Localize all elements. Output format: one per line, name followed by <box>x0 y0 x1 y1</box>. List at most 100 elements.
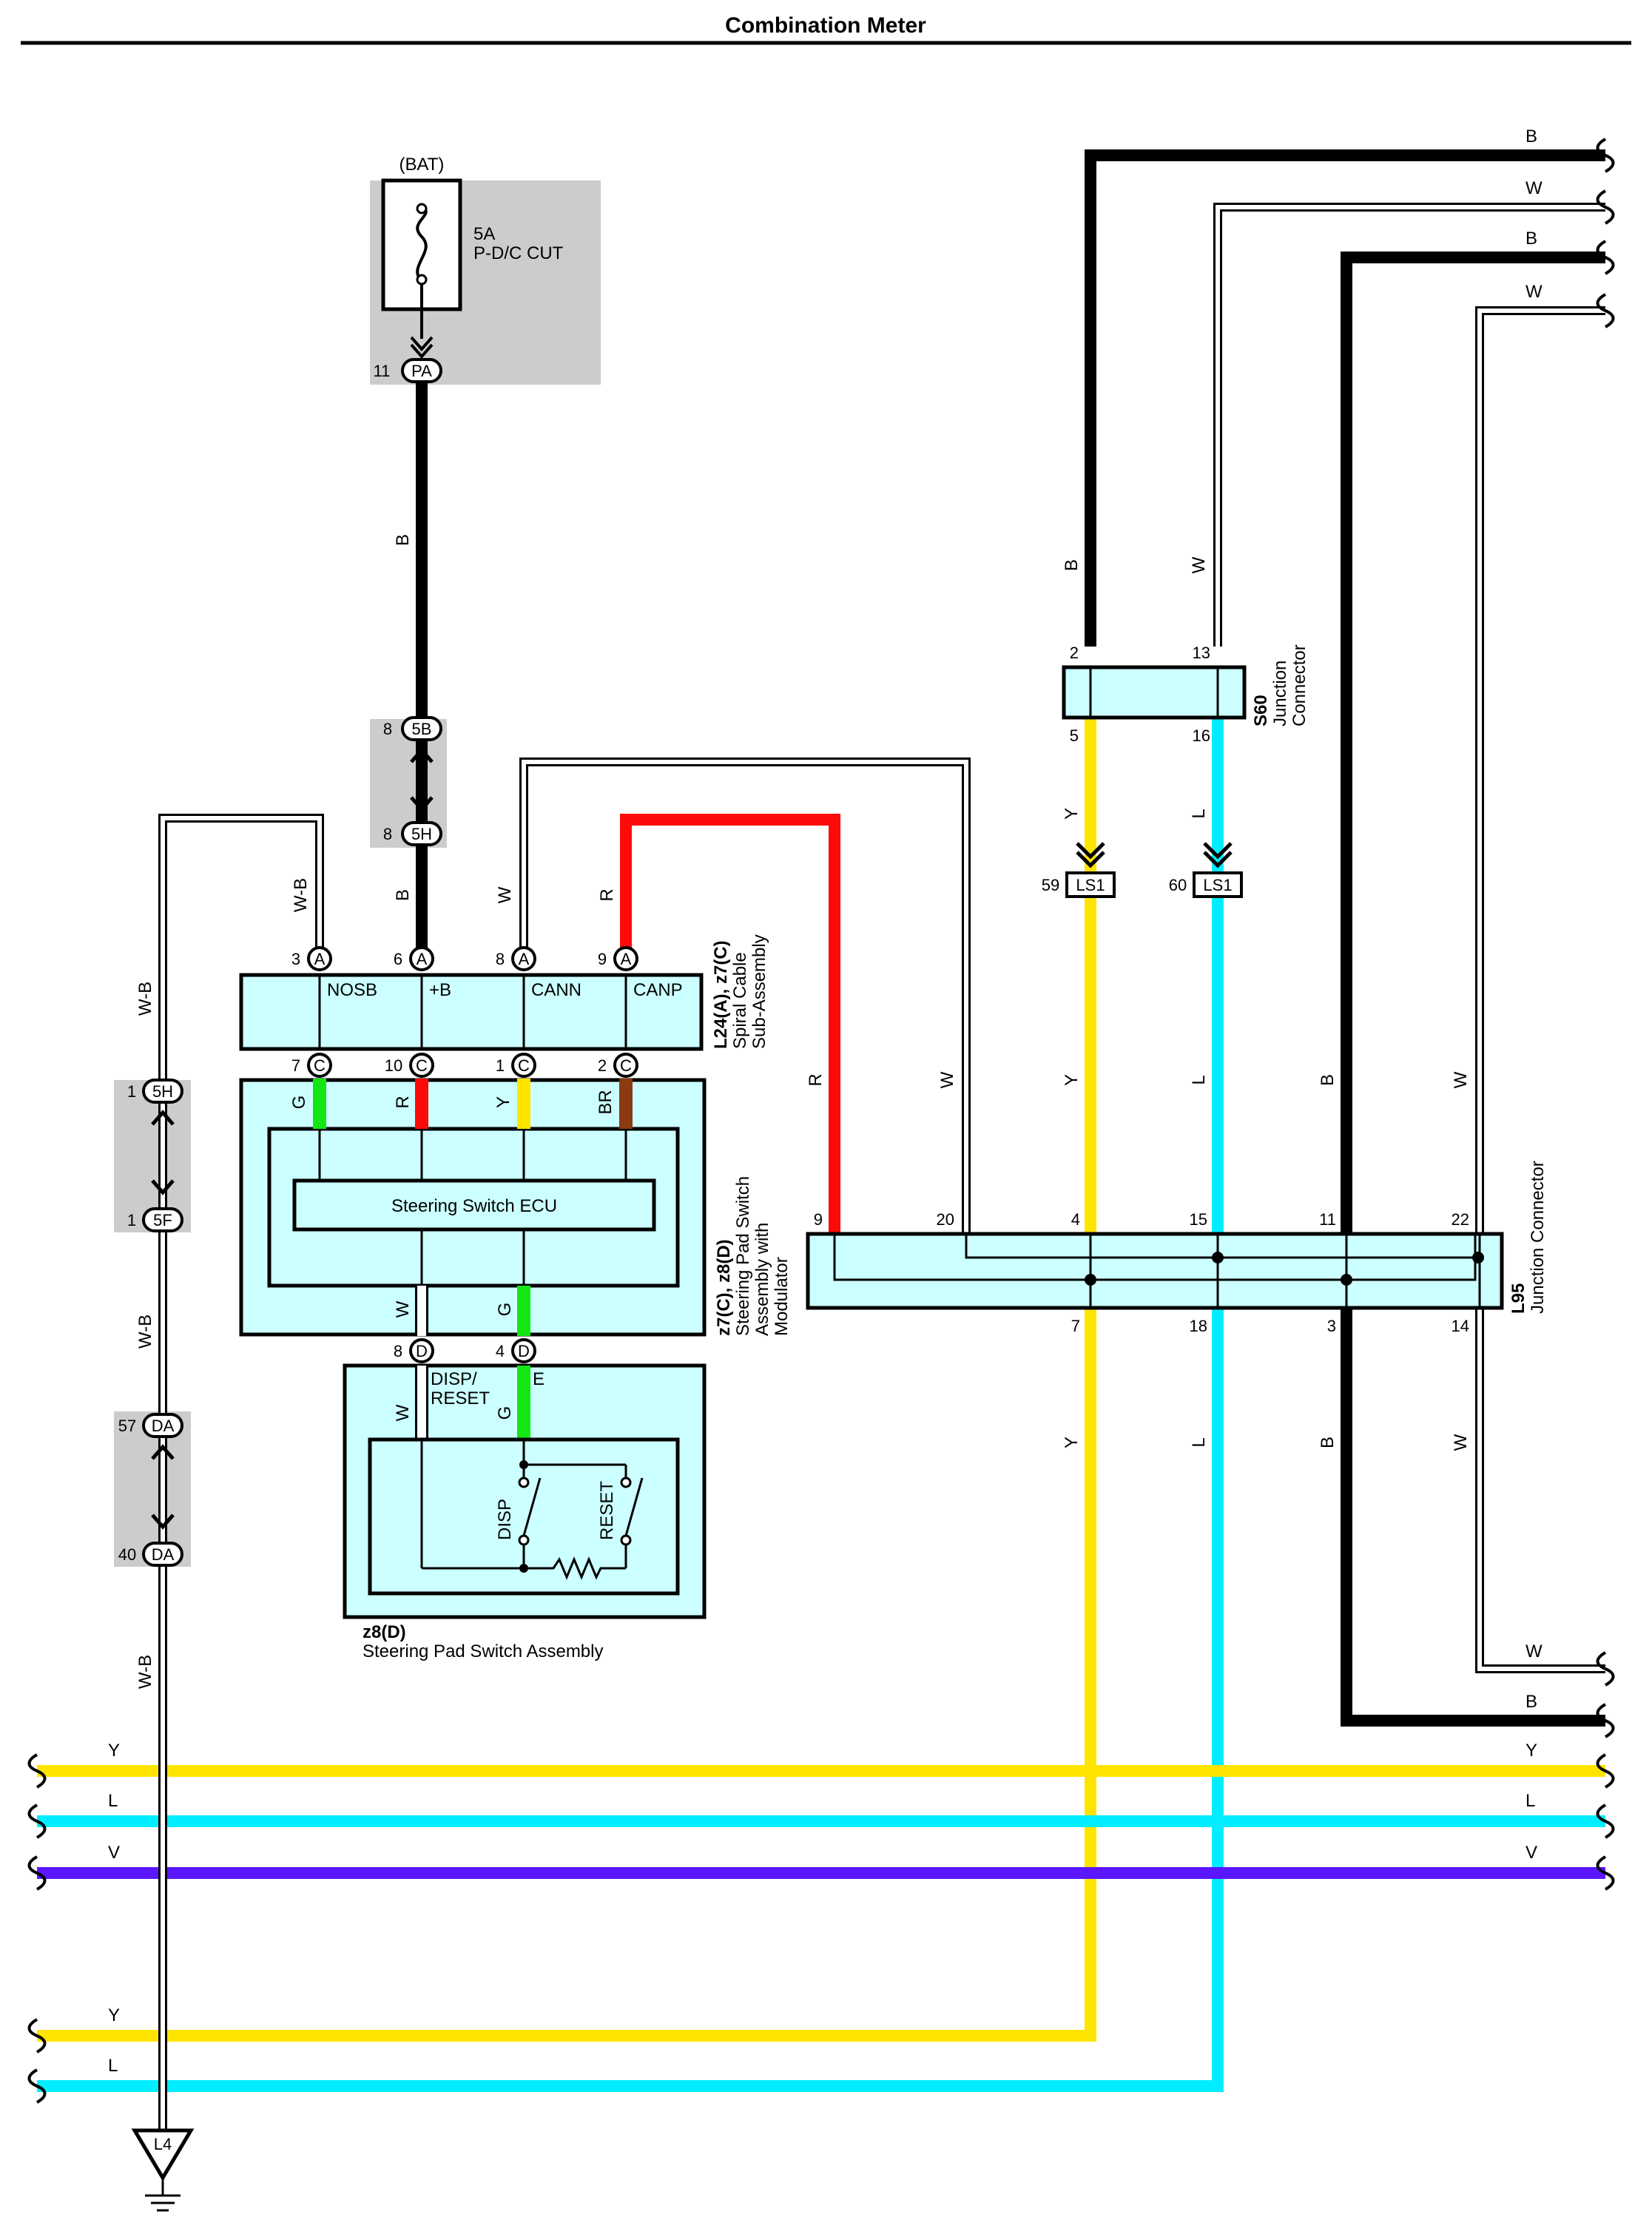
wire-w-top-1 <box>1213 203 1605 647</box>
connector-da-40 <box>142 1542 183 1567</box>
svg-text:B: B <box>1318 1074 1338 1086</box>
svg-text:W-B: W-B <box>135 1315 155 1349</box>
wire-b-top-1 <box>1085 149 1605 647</box>
svg-text:A: A <box>519 950 530 968</box>
svg-text:1: 1 <box>127 1082 136 1101</box>
svg-text:Y: Y <box>1525 1741 1537 1761</box>
svg-text:11: 11 <box>374 362 391 380</box>
svg-text:G: G <box>495 1303 515 1317</box>
connector-arrow-icon <box>410 747 434 812</box>
svg-text:A: A <box>314 950 326 968</box>
svg-text:L: L <box>1189 809 1209 818</box>
spiral-cable-box <box>239 973 704 1051</box>
svg-text:1: 1 <box>127 1211 136 1229</box>
svg-text:C: C <box>314 1056 326 1075</box>
svg-text:5F: 5F <box>153 1211 172 1229</box>
terminal-nosb: NOSB <box>327 980 377 1000</box>
svg-text:3: 3 <box>1327 1317 1336 1335</box>
svg-text:DA: DA <box>152 1417 175 1435</box>
svg-text:20: 20 <box>937 1210 954 1229</box>
svg-text:9: 9 <box>598 950 607 968</box>
svg-text:Y: Y <box>108 1741 120 1761</box>
svg-text:5: 5 <box>1070 726 1079 745</box>
svg-text:2: 2 <box>1070 644 1079 662</box>
svg-text:Spiral Cable: Spiral Cable <box>730 952 750 1049</box>
svg-text:G: G <box>495 1406 515 1420</box>
svg-text:Junction Connector: Junction Connector <box>1528 1161 1548 1314</box>
svg-text:V: V <box>1525 1843 1537 1863</box>
svg-text:V: V <box>108 1843 120 1863</box>
svg-text:5H: 5H <box>411 825 432 843</box>
steering-switch-ecu-box <box>292 1178 656 1232</box>
svg-text:G: G <box>289 1096 309 1110</box>
svg-text:1: 1 <box>496 1056 505 1075</box>
svg-text:60: 60 <box>1169 876 1187 894</box>
svg-text:W: W <box>393 1404 413 1421</box>
svg-text:8: 8 <box>496 950 505 968</box>
svg-text:B: B <box>1525 126 1537 146</box>
pad-switch-code: z8(D) <box>363 1622 406 1642</box>
svg-text:9: 9 <box>814 1210 823 1229</box>
switch-reset-label: RESET <box>597 1481 617 1540</box>
svg-text:W: W <box>393 1300 413 1317</box>
connector-arrow-icon <box>151 1110 175 1195</box>
connector-arrow-icon <box>410 336 434 360</box>
svg-text:W: W <box>1189 556 1209 573</box>
svg-text:C: C <box>518 1056 530 1075</box>
svg-text:14: 14 <box>1452 1317 1469 1335</box>
connector-5b <box>401 716 442 741</box>
svg-text:W-B: W-B <box>135 1655 155 1689</box>
svg-text:15: 15 <box>1190 1210 1207 1229</box>
svg-text:A: A <box>417 950 428 968</box>
svg-text:W: W <box>495 886 515 903</box>
svg-text:D: D <box>518 1342 530 1360</box>
svg-text:Y: Y <box>1062 1437 1082 1448</box>
svg-text:W-B: W-B <box>135 982 155 1016</box>
connector-c-pins <box>307 1053 638 1078</box>
svg-text:C: C <box>620 1056 632 1075</box>
svg-text:Y: Y <box>108 2005 120 2025</box>
svg-text:D: D <box>416 1342 428 1360</box>
switch-disp-label: DISP <box>495 1499 515 1540</box>
pad-switch-modulator-code: z7(C), z8(D) <box>714 1239 734 1336</box>
svg-text:A: A <box>621 950 632 968</box>
svg-text:DA: DA <box>152 1545 175 1564</box>
wire-w-junction <box>1475 306 1605 1673</box>
connector-5h-left <box>142 1079 183 1104</box>
svg-text:Steering Pad Switch: Steering Pad Switch <box>733 1176 753 1336</box>
pad-switch-name: Steering Pad Switch Assembly <box>363 1641 604 1661</box>
ground-icon <box>131 2128 195 2181</box>
svg-text:13: 13 <box>1193 644 1210 662</box>
svg-text:Y: Y <box>493 1096 513 1108</box>
svg-text:Y: Y <box>1062 1074 1082 1086</box>
switch-network-icon <box>420 1440 644 1580</box>
svg-text:4: 4 <box>1071 1210 1080 1229</box>
terminal-e: E <box>533 1369 545 1389</box>
svg-text:LS1: LS1 <box>1203 876 1232 894</box>
connector-arrow-icon <box>1203 842 1233 868</box>
steering-switch-ecu-label: Steering Switch ECU <box>391 1196 557 1216</box>
svg-text:59: 59 <box>1042 876 1059 894</box>
svg-text:2: 2 <box>598 1056 607 1075</box>
svg-text:4: 4 <box>496 1342 505 1360</box>
svg-text:3: 3 <box>291 950 300 968</box>
fuse-rating: 5A <box>473 224 495 244</box>
svg-text:Junction: Junction <box>1270 661 1290 726</box>
connector-5h <box>401 821 442 846</box>
terminal-disp-reset: DISP/ <box>431 1369 477 1389</box>
wire-r-canp <box>620 814 840 1234</box>
svg-text:B: B <box>1525 229 1537 249</box>
svg-text:BR: BR <box>596 1090 616 1114</box>
svg-text:B: B <box>1318 1437 1338 1448</box>
spiral-cable-code: L24(A), z7(C) <box>711 940 731 1049</box>
s60-code: S60 <box>1251 695 1271 726</box>
connector-da-57 <box>142 1413 183 1438</box>
svg-text:Modulator: Modulator <box>772 1257 792 1336</box>
svg-text:10: 10 <box>385 1056 402 1075</box>
connector-5f <box>142 1207 183 1232</box>
svg-text:6: 6 <box>394 950 402 968</box>
connector-arrow-icon <box>151 1444 175 1530</box>
svg-text:18: 18 <box>1190 1317 1207 1335</box>
svg-text:R: R <box>597 888 617 901</box>
